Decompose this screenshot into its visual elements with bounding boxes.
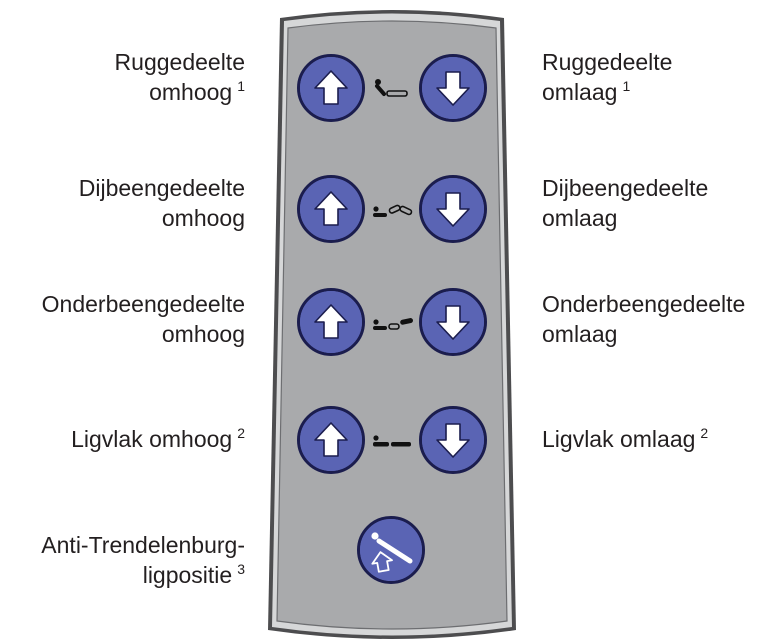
button-anti-trendelenburg[interactable] [357, 516, 425, 584]
label-line: Ruggedeelte [114, 49, 245, 75]
label-line: Dijbeengedeelte [78, 175, 245, 201]
button-lying-surface-down[interactable] [419, 406, 487, 474]
arrow-up-icon [300, 291, 362, 353]
label-line: omlaag [542, 205, 618, 231]
label-line: Dijbeengedeelte [542, 175, 709, 201]
label-line: omhoog [161, 205, 245, 231]
label-lower-leg-up: Onderbeengedeelte omhoog [42, 289, 245, 349]
arrow-up-icon [300, 57, 362, 119]
label-line: ligpositie [142, 562, 233, 588]
button-backrest-up[interactable] [297, 54, 365, 122]
arrow-down-icon [422, 178, 484, 240]
footnote-marker: 3 [237, 561, 245, 577]
button-thigh-up[interactable] [297, 175, 365, 243]
anti-trendelenburg-icon [360, 519, 422, 581]
button-backrest-down[interactable] [419, 54, 487, 122]
label-line: Ligvlak omhoog [71, 426, 233, 452]
label-line: Anti-Trendelenburg- [41, 532, 245, 558]
footnote-marker: 1 [622, 78, 631, 94]
lying-surface-symbol-icon [372, 430, 416, 450]
backrest-symbol-icon [372, 78, 416, 98]
label-line: Ruggedeelte [542, 49, 673, 75]
label-line: omlaag [542, 79, 618, 105]
button-lower-leg-up[interactable] [297, 288, 365, 356]
arrow-down-icon [422, 291, 484, 353]
hand-control [264, 0, 520, 643]
footnote-marker: 1 [237, 78, 245, 94]
lower-leg-section-symbol-icon [372, 312, 416, 332]
label-line: omhoog [149, 79, 233, 105]
footnote-marker: 2 [700, 425, 709, 441]
label-line: Onderbeengedeelte [542, 291, 746, 317]
arrow-up-icon [300, 178, 362, 240]
arrow-up-icon [300, 409, 362, 471]
footnote-marker: 2 [237, 425, 245, 441]
button-lower-leg-down[interactable] [419, 288, 487, 356]
label-line: Ligvlak omlaag [542, 426, 696, 452]
button-thigh-down[interactable] [419, 175, 487, 243]
label-thigh-up: Dijbeengedeelte omhoog [79, 173, 245, 233]
button-lying-surface-up[interactable] [297, 406, 365, 474]
label-thigh-down: Dijbeengedeelte omlaag [542, 173, 708, 233]
label-line: omlaag [542, 321, 618, 347]
arrow-down-icon [422, 57, 484, 119]
label-lower-leg-down: Onderbeengedeelte omlaag [542, 289, 745, 349]
label-line: omhoog [161, 321, 245, 347]
hand-control-body [268, 10, 516, 639]
arrow-down-icon [422, 409, 484, 471]
thigh-section-symbol-icon [372, 199, 416, 219]
label-line: Onderbeengedeelte [41, 291, 245, 317]
